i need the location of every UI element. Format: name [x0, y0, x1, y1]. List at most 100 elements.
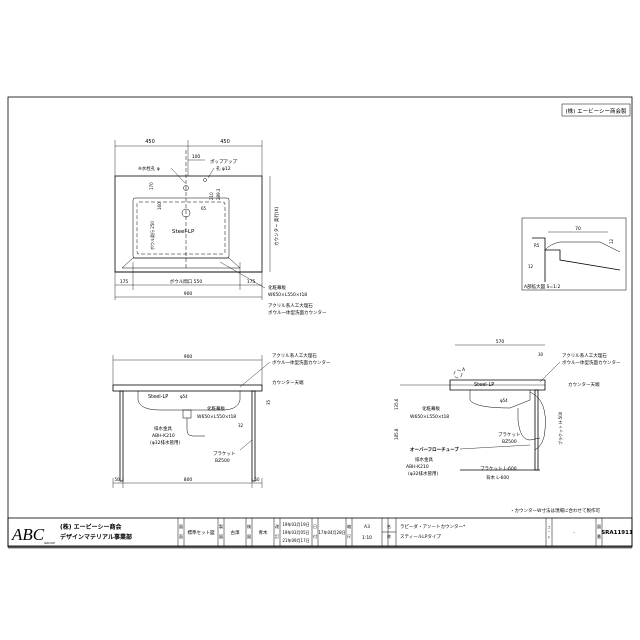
side-view: 570 30 A Steel-LP φ54 135.6 185.8 化粧幕板 W… [394, 339, 621, 481]
scale: 1:10 [362, 535, 372, 541]
name-line2: スティールLPタイプ [400, 533, 441, 540]
drawn-by: 古澤 [231, 529, 240, 536]
svg-text:図: 図 [247, 534, 251, 539]
faucet-hole [183, 185, 189, 191]
svg-text:改: 改 [275, 523, 279, 529]
note-bowl-counter-front: ボウル一体型洗面カウンター [272, 359, 331, 366]
detail-profile-top [544, 241, 621, 253]
note-acrylic: アクリル系人工大理石 [268, 302, 313, 309]
label-drawing-type: 図 [179, 524, 183, 529]
note-overflow: オーバーフローチューブ [410, 446, 459, 453]
dim-450-left: 450 [145, 139, 155, 145]
dim-800: 800 [184, 477, 193, 483]
leader [170, 167, 186, 184]
rear-l-side: 背木 L-600 [486, 474, 509, 481]
title-block: ABC GROUP (株) エービーシー商会 デザインマテリアル事業部 図 面 … [7, 517, 633, 547]
drain-fitting [182, 409, 192, 419]
note-decor: 化粧幕板 [268, 284, 286, 291]
drawing-type: 標準セット図 [188, 529, 215, 536]
bracket-side-vertical [534, 389, 539, 471]
note-bowl-counter-side: ボウル一体型洗面カウンター [562, 359, 621, 366]
stamp-box [561, 103, 631, 117]
note-decor-front: 化粧幕板 [207, 405, 225, 412]
dim-210: 210 [209, 192, 214, 200]
dim-bowl-width: ボウル間口 550 [170, 278, 203, 285]
dim-175-left: 175 [120, 279, 129, 285]
svg-text:付: 付 [313, 533, 317, 539]
leader [239, 439, 253, 451]
faucet-hole-label: ※水栓孔 φ [138, 165, 160, 172]
bracket-model-front: BZ500 [215, 458, 230, 464]
dim-135: 135.6 [394, 398, 399, 410]
dim-bowl-depth: ボウル奥行 250 [149, 221, 155, 250]
bracket-right [251, 390, 256, 482]
dim-12b: 12 [528, 264, 534, 269]
svg-text:番: 番 [597, 533, 601, 539]
svg-text:検: 検 [247, 523, 251, 529]
counter-slab-front [112, 384, 263, 392]
model-name-top: Steel-LP [172, 229, 195, 235]
checked-by: 青木 [259, 529, 268, 536]
note-counter-w: ・カウンターW寸法は現場に合わせて製作可 [510, 507, 600, 514]
note-drain-model-side: ABH-K210 [406, 464, 429, 470]
dim-175-right: 175 [247, 279, 256, 285]
svg-text:製: 製 [219, 523, 223, 529]
overflow-tube [529, 391, 546, 451]
code-value: - [573, 531, 575, 536]
top-view: 450 450 100 ※水栓孔 φ ポップアップ 孔 φ12 Steel-LP… [114, 139, 327, 316]
name-line1: ラピーダ・アソートカウンター* [400, 523, 466, 530]
detail-profile [532, 237, 621, 282]
dim-185: 185.8 [394, 428, 399, 440]
svg-text:図: 図 [219, 534, 223, 539]
dim-r: R5 [534, 243, 540, 248]
leader [539, 361, 561, 383]
model-name-front: Steel-LP [148, 394, 168, 400]
note-decor-size-side: W650×L550×t18 [410, 414, 449, 420]
svg-text:称: 称 [387, 533, 391, 539]
svg-text:縮: 縮 [347, 523, 351, 529]
revision-1: 19年03月19日 [282, 521, 309, 527]
dim-450-right: 450 [220, 139, 230, 145]
svg-text:コ: コ [547, 525, 550, 529]
leader [239, 361, 271, 388]
svg-text:尺: 尺 [347, 534, 351, 539]
note-drain-model-front: ABH-K210 [152, 433, 175, 439]
dim-100: 100 [192, 154, 201, 160]
drain-pipe [186, 418, 205, 437]
drawing-number: SRA11911 [601, 530, 633, 536]
note-acrylic-front: アクリル系人工大理石 [272, 352, 317, 359]
dim-70: 70 [575, 226, 581, 232]
bowl-profile-side [469, 390, 531, 409]
revision-3: 21年09月17日 [282, 537, 309, 543]
model-name-side: Steel-LP [474, 382, 494, 388]
note-acrylic-side: アクリル系人工大理石 [562, 352, 607, 359]
leader [459, 444, 531, 450]
detail-box [521, 217, 627, 291]
svg-text:名: 名 [387, 523, 391, 529]
note-drain-side: 排水金具 [415, 456, 433, 463]
leader [207, 167, 215, 179]
sheet-border [7, 96, 633, 548]
dim-65: 65 [201, 206, 207, 211]
dim-289: 289.3 [216, 188, 221, 200]
revision-2: 19年03月05日 [282, 529, 309, 535]
dim-30: 30 [538, 352, 544, 357]
bracket-h-label: ブラケット H-500 [557, 411, 563, 445]
note-drain-use-front: (φ32排水管用) [150, 439, 180, 446]
bracket-l-side: ブラケット L-600 [480, 465, 517, 472]
svg-text:ー: ー [547, 530, 550, 534]
bowl-inner [136, 201, 226, 255]
note-drain-use-side: (φ32排水管用) [408, 470, 438, 477]
dim-50-left: 50 [114, 477, 120, 482]
bracket-left [119, 390, 124, 482]
counter-slab-side [449, 379, 546, 391]
detail-a-marker: A [462, 367, 466, 373]
leader [219, 261, 266, 289]
popup-hole [203, 178, 207, 182]
note-bowl-counter: ボウル一体型洗面カウンター [268, 309, 327, 316]
note-decor-size-front: W650×L550×t18 [197, 414, 236, 420]
sheet-size: A3 [364, 524, 370, 530]
note-counter-top-side: カウンター天端 [568, 381, 600, 388]
detail-view: 70 12 R5 12 A部拡大図 S=1:2 [521, 217, 627, 291]
